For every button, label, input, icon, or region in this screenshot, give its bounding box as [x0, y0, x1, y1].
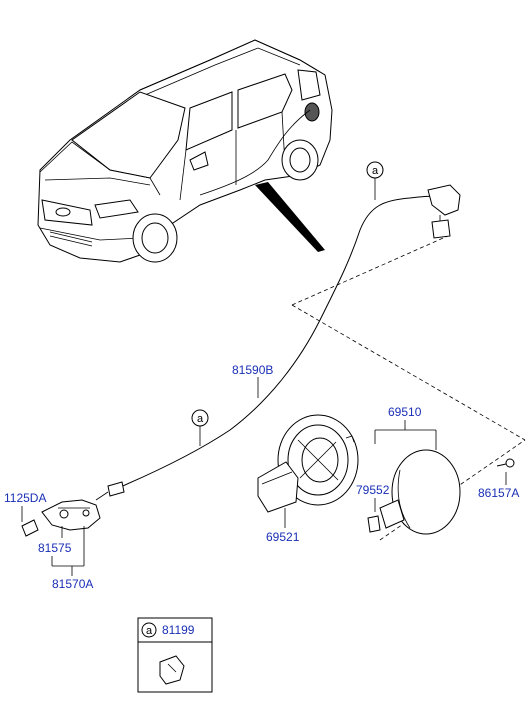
relation-line [291, 304, 526, 441]
part-label-69521: 69521 [266, 530, 300, 544]
vehicle-illustration [37, 39, 333, 263]
legend-box: a 81199 [137, 617, 213, 693]
part-label-81575: 81575 [38, 541, 72, 555]
part-label-81570A: 81570A [52, 577, 93, 591]
clip-icon [159, 655, 185, 685]
relation-line [291, 234, 451, 306]
fuel-filler-cable [107, 184, 461, 497]
part-label-79552: 79552 [356, 483, 390, 497]
part-label-81199: 81199 [162, 623, 195, 637]
ref-marker-a-mid: a [191, 409, 209, 446]
part-label-86157A: 86157A [478, 486, 519, 500]
part-label-81590B: 81590B [232, 363, 273, 377]
fuel-filler-housing [257, 414, 359, 513]
fuel-filler-door [367, 449, 461, 535]
part-label-1125DA: 1125DA [4, 491, 46, 505]
release-lever-assembly [21, 491, 109, 537]
ref-marker-a-top: a [366, 161, 384, 200]
ref-letter: a [197, 413, 204, 425]
bolt-86157A [496, 458, 515, 468]
ref-letter: a [146, 625, 153, 637]
part-label-69510: 69510 [388, 405, 422, 419]
ref-letter: a [372, 165, 379, 177]
